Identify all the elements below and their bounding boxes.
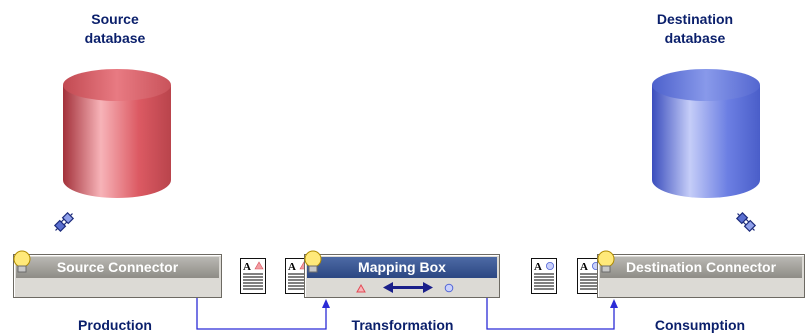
destination-database-cylinder[interactable]: [651, 68, 761, 200]
transformation-label: Transformation: [351, 317, 454, 333]
document-icon: A: [240, 258, 266, 294]
consumption-flow-line: [486, 298, 615, 330]
lightbulb-icon: [597, 250, 615, 273]
mapping-tools: [356, 282, 454, 293]
svg-text:A: A: [534, 261, 542, 273]
source-connector-title: Source Connector: [16, 257, 219, 278]
source-database-cylinder[interactable]: [62, 68, 172, 200]
mapping-box[interactable]: Mapping Box: [304, 250, 500, 298]
lightbulb-icon: [304, 250, 322, 273]
production-flow-line: [196, 298, 327, 330]
double-arrow-icon: [383, 282, 433, 293]
destination-connector-box[interactable]: Destination Connector: [597, 250, 805, 298]
production-label: Production: [78, 317, 152, 333]
plug-icon: [53, 211, 75, 233]
svg-text:A: A: [243, 261, 251, 273]
document-icon: A: [531, 258, 557, 294]
lightbulb-icon: [13, 250, 31, 273]
arrow-head: [610, 299, 618, 308]
circle-icon: [444, 283, 454, 293]
arrow-head: [322, 299, 330, 308]
source-connector-box[interactable]: Source Connector: [13, 250, 222, 298]
svg-text:A: A: [580, 261, 588, 273]
consumption-label: Consumption: [654, 317, 746, 333]
triangle-icon: [356, 283, 366, 293]
destination-connector-title: Destination Connector: [600, 257, 802, 278]
plug-icon: [735, 211, 757, 233]
svg-text:A: A: [288, 261, 296, 273]
mapping-box-title: Mapping Box: [307, 257, 497, 278]
